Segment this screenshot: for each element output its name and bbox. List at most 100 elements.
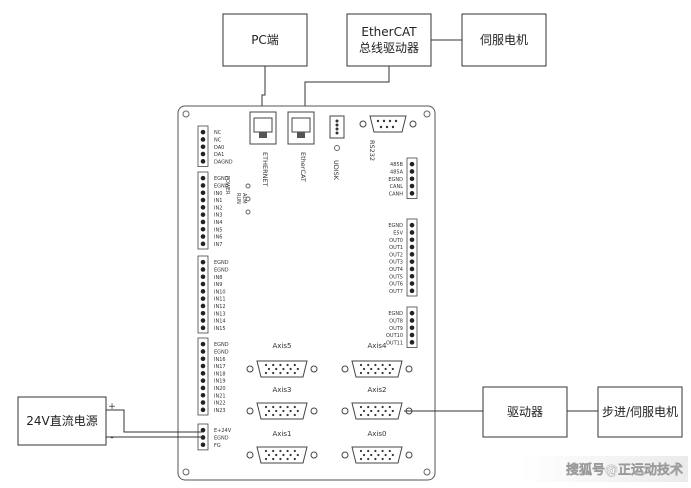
terminal-label: CANL bbox=[390, 184, 404, 190]
db15-pin bbox=[374, 405, 377, 409]
terminal-label: IN9 bbox=[214, 282, 222, 288]
terminal-pin bbox=[200, 378, 206, 383]
terminal-pin bbox=[200, 392, 206, 398]
db15-pin bbox=[289, 453, 292, 457]
led-label-alm: ALM bbox=[241, 193, 247, 204]
terminal-block-body bbox=[197, 171, 209, 250]
terminal-label: IN11 bbox=[214, 297, 226, 303]
db15-pin bbox=[267, 367, 271, 371]
ethernet-port-label: ETHERNET bbox=[261, 152, 269, 187]
db15-pin bbox=[286, 449, 289, 453]
axis-connector-axis3: Axis3 bbox=[246, 386, 318, 420]
terminal-label: DA0 bbox=[214, 145, 224, 151]
screw-left bbox=[341, 407, 349, 415]
terminal-pin bbox=[409, 161, 415, 167]
terminal-pin bbox=[200, 274, 206, 280]
db15-shell bbox=[256, 446, 308, 464]
db15-pin bbox=[384, 453, 387, 457]
db15-pin bbox=[286, 363, 289, 367]
terminal-label: NC bbox=[214, 137, 222, 143]
terminal-label: CANH bbox=[389, 191, 404, 197]
terminal-label: IN19 bbox=[214, 379, 226, 385]
terminal-pin bbox=[409, 318, 415, 323]
terminal-label: IN15 bbox=[214, 326, 226, 332]
mount-hole-tl bbox=[182, 110, 190, 118]
terminal-pin bbox=[409, 176, 415, 182]
terminal-label: DAGND bbox=[214, 159, 233, 165]
screw-right bbox=[405, 451, 413, 459]
db15-pin bbox=[293, 449, 296, 453]
terminal-pin bbox=[200, 151, 206, 157]
terminal-pin bbox=[409, 266, 415, 272]
db15-pin bbox=[359, 405, 363, 409]
rs232-port bbox=[359, 115, 417, 133]
terminal-pin bbox=[200, 349, 206, 354]
screw-left bbox=[341, 451, 349, 459]
terminal-label: OUT11 bbox=[386, 340, 403, 346]
terminal-label: EGND bbox=[214, 183, 229, 189]
db15-pin bbox=[279, 371, 282, 375]
terminal-pin bbox=[409, 259, 415, 264]
terminal-pin bbox=[409, 230, 415, 235]
power-supply-label: 24V直流电源 bbox=[26, 414, 97, 428]
terminal-label: IN10 bbox=[214, 289, 226, 295]
db15-shell bbox=[256, 402, 308, 420]
db15-pin bbox=[293, 363, 296, 367]
terminal-label: OUT6 bbox=[389, 282, 403, 288]
terminal-pin bbox=[409, 252, 415, 257]
screw-left bbox=[246, 407, 254, 415]
db15-pin bbox=[296, 367, 299, 371]
db15-pin bbox=[391, 453, 394, 457]
db15-pin bbox=[296, 409, 299, 413]
terminal-pin bbox=[200, 137, 206, 142]
terminal-pin bbox=[409, 244, 415, 250]
pc-to-ethernet-line bbox=[261, 66, 266, 113]
terminal-label: IN13 bbox=[214, 311, 226, 317]
db15-pin bbox=[362, 367, 366, 371]
terminal-label: OUT8 bbox=[389, 318, 403, 324]
screw-left bbox=[341, 365, 349, 373]
db15-pin bbox=[293, 405, 296, 409]
ethercat-port-label: EtherCAT bbox=[299, 152, 307, 182]
db15-pin bbox=[391, 409, 394, 413]
terminal-pin bbox=[200, 259, 206, 265]
db15-pin bbox=[293, 371, 296, 375]
terminal-pin bbox=[409, 332, 415, 338]
db15-shell bbox=[351, 360, 403, 378]
db15-pin bbox=[264, 405, 268, 409]
db15-pin bbox=[381, 363, 384, 367]
terminal-pin bbox=[409, 237, 415, 243]
screw-right bbox=[310, 451, 318, 459]
terminal-label: OUT3 bbox=[389, 260, 403, 266]
db15-pin bbox=[381, 413, 384, 417]
pc-label: PC端 bbox=[251, 33, 279, 47]
terminal-label: IN0 bbox=[214, 191, 222, 197]
db15-pin bbox=[272, 449, 275, 453]
ethercat-port bbox=[287, 111, 315, 145]
terminal-label: E5V bbox=[393, 230, 403, 236]
terminal-label: IN2 bbox=[214, 205, 222, 211]
db15-pin bbox=[388, 413, 391, 417]
terminal-pin bbox=[409, 310, 415, 316]
db15-pin bbox=[381, 449, 384, 453]
db15-pin bbox=[286, 371, 289, 375]
db15-pin bbox=[275, 367, 278, 371]
db15-pin bbox=[264, 363, 268, 367]
mount-hole-br bbox=[423, 468, 431, 476]
db15-pin bbox=[388, 457, 391, 461]
terminal-label: IN3 bbox=[214, 213, 222, 219]
terminal-pin bbox=[200, 197, 206, 203]
driver-box bbox=[482, 386, 568, 438]
db15-pin bbox=[267, 453, 271, 457]
db15-pin bbox=[388, 371, 391, 375]
terminal-pin bbox=[200, 205, 206, 210]
db15-pin bbox=[289, 367, 292, 371]
db15-pin bbox=[374, 413, 377, 417]
terminal-label: IN4 bbox=[214, 220, 222, 226]
db15-pin bbox=[359, 449, 363, 453]
terminal-label: EGND bbox=[388, 177, 403, 183]
